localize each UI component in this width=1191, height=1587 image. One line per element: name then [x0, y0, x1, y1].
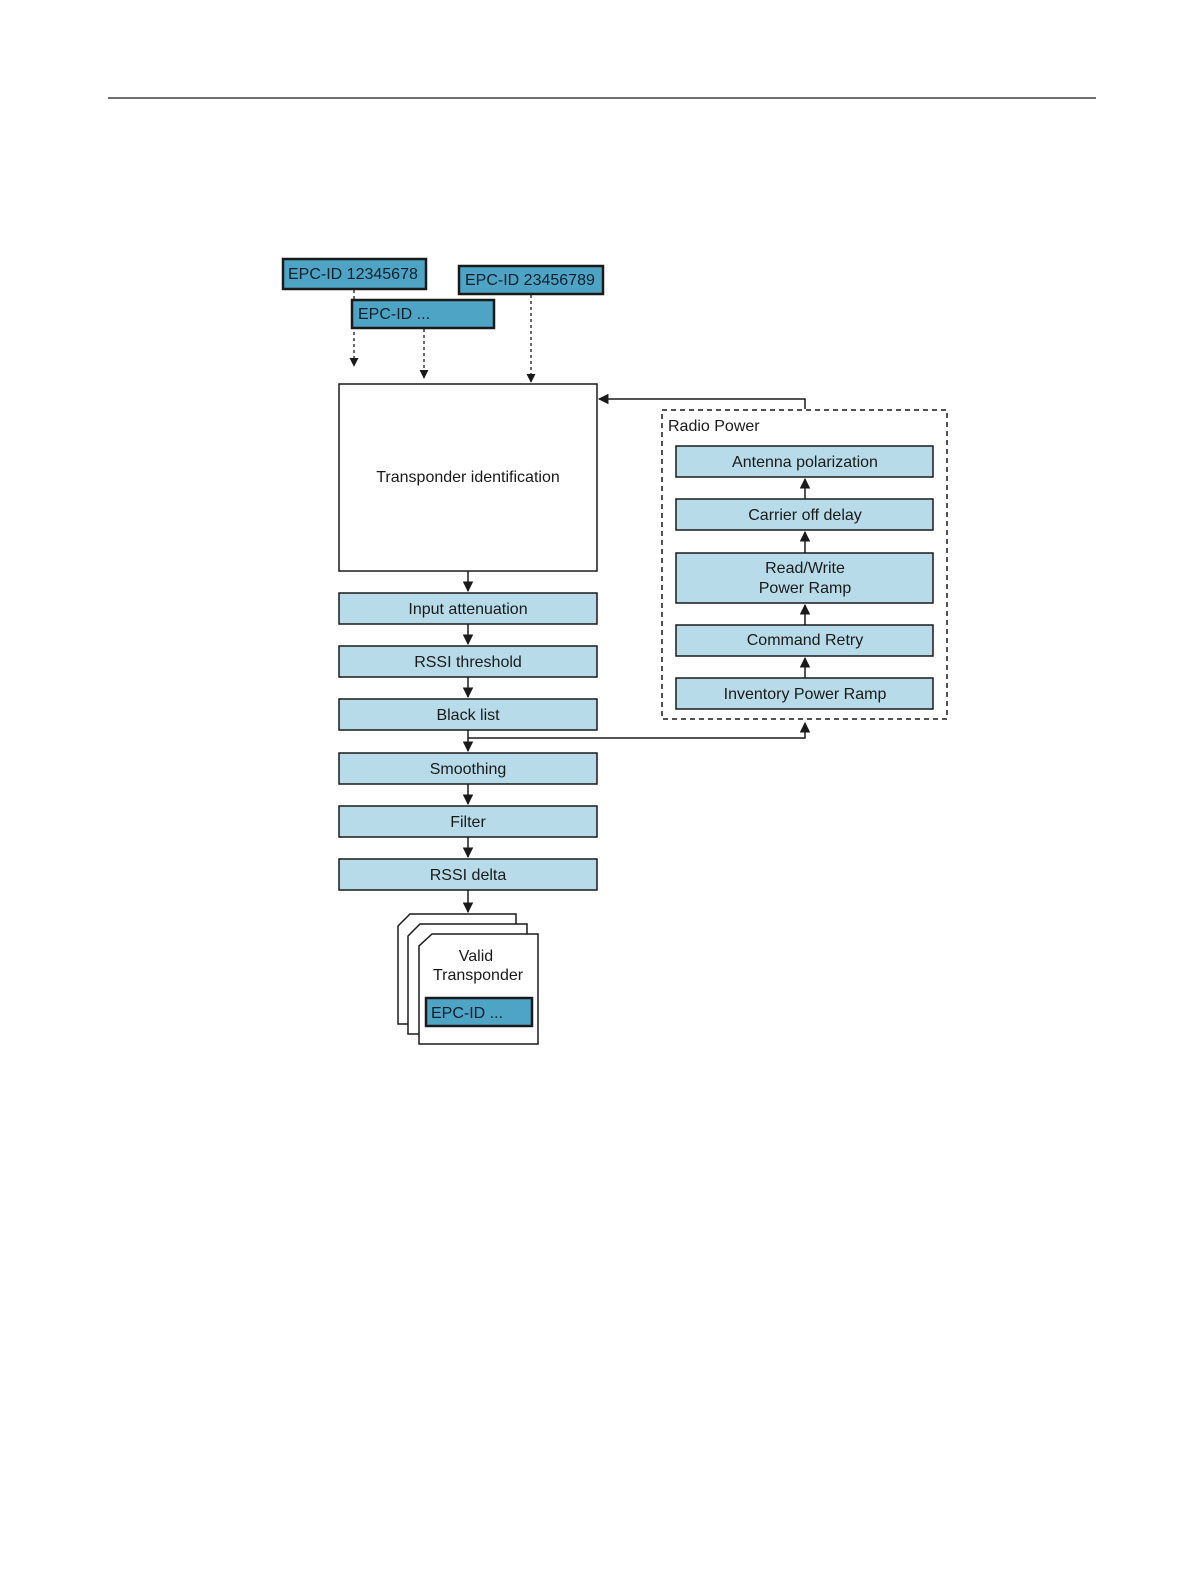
step-label: Smoothing: [430, 761, 507, 778]
step-label: Black list: [436, 707, 500, 724]
radio-power-title: Radio Power: [668, 418, 760, 435]
valid-transponder-stack: Valid Transponder EPC-ID ...: [398, 914, 538, 1044]
step-inventory-power-ramp: Inventory Power Ramp: [676, 678, 933, 709]
step-filter: Filter: [339, 806, 597, 837]
step-input-attenuation: Input attenuation: [339, 593, 597, 624]
step-command-retry: Command Retry: [676, 625, 933, 656]
transponder-identification-box: Transponder identification: [339, 384, 597, 571]
step-label-line2: Power Ramp: [759, 580, 852, 597]
step-rssi-threshold: RSSI threshold: [339, 646, 597, 677]
step-label: RSSI threshold: [414, 654, 522, 671]
step-label: Input attenuation: [408, 601, 527, 618]
epc-input-1-label: EPC-ID 12345678: [288, 266, 418, 283]
step-carrier-off-delay: Carrier off delay: [676, 499, 933, 530]
step-label: Carrier off delay: [748, 507, 862, 524]
step-read-write-power-ramp: Read/Write Power Ramp: [676, 553, 933, 603]
epc-input-2-label: EPC-ID 23456789: [465, 272, 595, 289]
step-label: Inventory Power Ramp: [724, 686, 887, 703]
valid-transponder-epc-label: EPC-ID ...: [431, 1005, 503, 1022]
radio-power-group: Radio Power Antenna polarization Carrier…: [662, 410, 947, 719]
step-smoothing: Smoothing: [339, 753, 597, 784]
step-label: Filter: [450, 814, 486, 831]
epc-input-more: EPC-ID ...: [352, 300, 494, 328]
epc-input-1: EPC-ID 12345678: [283, 259, 426, 289]
step-black-list: Black list: [339, 699, 597, 730]
step-rssi-delta: RSSI delta: [339, 859, 597, 890]
radio-power-feedback-arrow: [599, 399, 805, 409]
step-label: Command Retry: [747, 632, 863, 649]
transponder-identification-label: Transponder identification: [376, 469, 560, 486]
step-antenna-polarization: Antenna polarization: [676, 446, 933, 477]
step-label: RSSI delta: [430, 867, 507, 884]
epc-input-2: EPC-ID 23456789: [459, 266, 603, 294]
valid-transponder-label-line2: Transponder: [433, 967, 524, 984]
step-label: Antenna polarization: [732, 454, 878, 471]
valid-transponder-label-line1: Valid: [459, 948, 493, 965]
epc-input-more-label: EPC-ID ...: [358, 306, 430, 323]
step-label-line1: Read/Write: [765, 560, 845, 577]
